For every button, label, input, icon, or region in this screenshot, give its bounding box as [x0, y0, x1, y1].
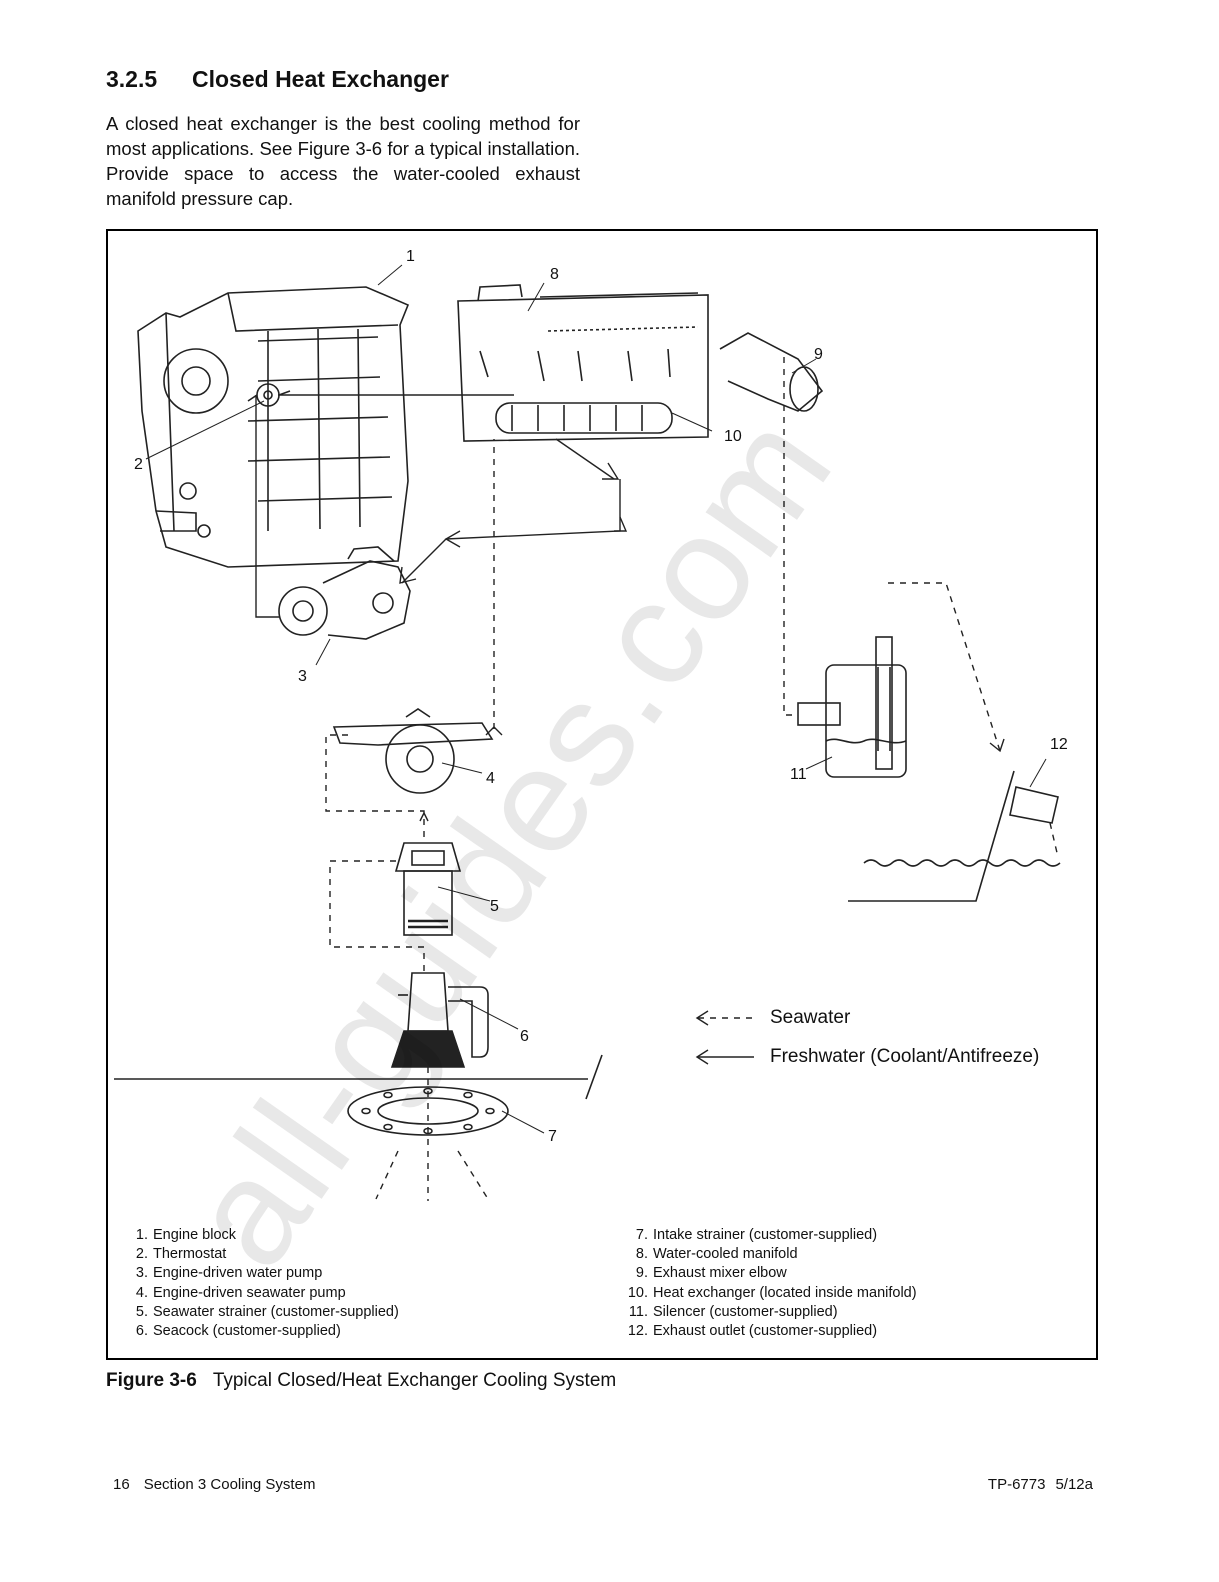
- page-number: 16: [113, 1476, 130, 1493]
- callout-1: 1: [406, 248, 415, 265]
- callout-leaders: [145, 264, 1047, 1134]
- section-title: Closed Heat Exchanger: [192, 66, 449, 92]
- legend-item: 2.Thermostat: [135, 1246, 227, 1263]
- engine-block-illustration: [137, 286, 410, 568]
- callout-2: 2: [134, 456, 143, 473]
- silencer-illustration: [797, 636, 907, 778]
- mixer-elbow-illustration: [719, 332, 824, 412]
- legend-item: 7.Intake strainer (customer-supplied): [635, 1227, 878, 1243]
- strainer-illustration: [394, 842, 462, 936]
- callout-5: 5: [490, 898, 499, 915]
- key-seawater: Seawater: [694, 1007, 850, 1029]
- legend-item: 9.Exhaust mixer elbow: [635, 1265, 787, 1282]
- freshwater-flow-lines: [255, 394, 628, 618]
- intake-strainer-illustration: [347, 1086, 509, 1136]
- section-heading: 3.2.5 Closed Heat Exchanger: [106, 66, 449, 93]
- callout-10: 10: [724, 428, 742, 445]
- legend-item: 12.Exhaust outlet (customer-supplied): [627, 1323, 878, 1340]
- footer-left: 16 Section 3 Cooling System: [113, 1476, 329, 1493]
- water-pump-illustration: [278, 546, 411, 640]
- figure-caption-text: Typical Closed/Heat Exchanger Cooling Sy…: [212, 1370, 617, 1391]
- section-number: 3.2.5: [106, 66, 158, 92]
- callout-6: 6: [520, 1028, 529, 1045]
- legend-right: 7.Intake strainer (customer-supplied) 8.…: [608, 1226, 917, 1341]
- seawater-pump-illustration: [332, 708, 494, 794]
- footer-section: Section 3 Cooling System: [143, 1476, 316, 1493]
- callout-4: 4: [486, 770, 495, 787]
- callout-3: 3: [298, 668, 307, 685]
- callout-8: 8: [550, 266, 559, 283]
- seawater-key-arrow: [695, 1010, 754, 1026]
- key-freshwater: Freshwater (Coolant/Antifreeze): [694, 1046, 1039, 1068]
- legend-item: 1.Engine block: [135, 1227, 237, 1243]
- footer-right: TP-6773 5/12a: [978, 1476, 1093, 1493]
- callout-12: 12: [1050, 736, 1068, 753]
- freshwater-key-arrow: [695, 1049, 754, 1065]
- doc-number: TP-6773: [987, 1476, 1046, 1493]
- doc-revision: 5/12a: [1055, 1476, 1093, 1493]
- seacock-illustration: [390, 972, 489, 1068]
- seawater-flow-lines: [325, 357, 1059, 1201]
- heat-exchanger-tube: [495, 402, 673, 434]
- legend-item: 11.Silencer (customer-supplied): [628, 1303, 838, 1320]
- legend-left: 1.Engine block 2.Thermostat 3.Engine-dri…: [108, 1226, 399, 1341]
- intro-paragraph: A closed heat exchanger is the best cool…: [106, 113, 580, 209]
- cooling-system-diagram: 1 2 3 4 5 6 7 8 9 10 11 12: [114, 248, 1068, 1201]
- legend-item: 6.Seacock (customer-supplied): [135, 1323, 341, 1340]
- callout-11: 11: [790, 766, 807, 783]
- figure-label: Figure 3-6: [106, 1370, 197, 1391]
- manifold-illustration: [457, 284, 709, 442]
- legend-item: 5.Seawater strainer (customer-supplied): [135, 1303, 399, 1320]
- key-freshwater-label: Freshwater (Coolant/Antifreeze): [770, 1046, 1040, 1067]
- callout-7: 7: [548, 1128, 557, 1145]
- legend-item: 4.Engine-driven seawater pump: [135, 1284, 346, 1301]
- callout-9: 9: [814, 346, 823, 363]
- callout-numbers: 1 2 3 4 5 6 7 8 9 10 11 12: [134, 248, 1068, 1145]
- legend-item: 8.Water-cooled manifold: [635, 1246, 798, 1263]
- key-seawater-label: Seawater: [770, 1007, 851, 1028]
- legend-item: 10.Heat exchanger (located inside manifo…: [627, 1284, 917, 1301]
- legend-item: 3.Engine-driven water pump: [135, 1265, 323, 1282]
- figure-caption: Figure 3-6 Typical Closed/Heat Exchanger …: [106, 1370, 616, 1392]
- figure-box: 1 2 3 4 5 6 7 8 9 10 11 12 Seawater Fres…: [106, 229, 1098, 1360]
- exhaust-outlet-illustration: [848, 770, 1061, 902]
